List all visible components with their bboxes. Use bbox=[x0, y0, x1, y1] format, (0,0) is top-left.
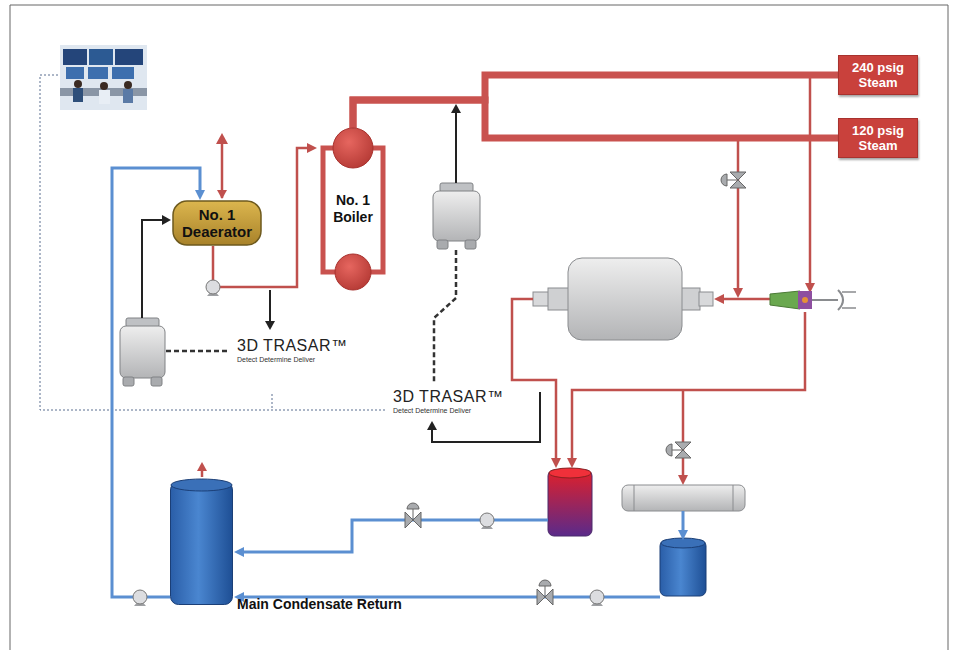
control-room-photo bbox=[60, 45, 147, 110]
node-label: 240 psig Steam bbox=[843, 60, 913, 90]
brand-logo-text: 3D TRASAR™ bbox=[237, 337, 348, 355]
node-label: No. 1 Boiler bbox=[329, 192, 377, 226]
sample-arrowhead bbox=[162, 104, 461, 430]
steam-line bbox=[512, 72, 810, 478]
steam-turbine bbox=[533, 258, 713, 340]
control-link bbox=[272, 394, 273, 410]
brand-tagline: Detect Determine Deliver bbox=[237, 356, 315, 364]
control-link bbox=[40, 75, 385, 410]
arrowhead bbox=[307, 143, 317, 153]
brand-logo-text: 3D TRASAR™ bbox=[393, 388, 504, 406]
tank-shape bbox=[170, 478, 233, 605]
analyzer-unit bbox=[120, 318, 165, 386]
ejector-manifold bbox=[770, 290, 856, 310]
condensate-tank bbox=[660, 538, 706, 596]
steam-arrowhead bbox=[551, 283, 815, 485]
frame-line bbox=[10, 5, 948, 6]
connector-path bbox=[353, 100, 838, 138]
valve-symbol bbox=[666, 442, 691, 458]
pump-symbol bbox=[480, 513, 494, 529]
vent-arrow bbox=[197, 462, 207, 477]
pump-symbol bbox=[206, 280, 220, 296]
steam-header-box: 120 psig Steam bbox=[838, 118, 918, 158]
frame-line bbox=[10, 5, 11, 650]
condensate-return-tank: Main Condensate Return bbox=[170, 478, 233, 605]
condensate-receiver bbox=[548, 468, 592, 536]
heat-exchanger bbox=[622, 485, 745, 511]
boiler-vessel: No. 1 Boiler bbox=[317, 128, 389, 290]
pump-symbol bbox=[590, 590, 604, 606]
node-label: 120 psig Steam bbox=[843, 123, 913, 153]
steam-main-pipe bbox=[353, 100, 838, 138]
frame-line bbox=[948, 5, 949, 650]
sample-line bbox=[142, 112, 540, 442]
arrowhead bbox=[195, 190, 205, 200]
node-label: No. 1 Deaerator bbox=[172, 206, 262, 240]
deaerator-vessel: No. 1 Deaerator bbox=[172, 200, 262, 246]
analyzer-unit bbox=[433, 183, 480, 249]
vessel-caption: Main Condensate Return bbox=[237, 596, 402, 613]
valve-symbol bbox=[405, 503, 421, 528]
brand-tagline: Detect Determine Deliver bbox=[393, 407, 471, 415]
steam-header-box: 240 psig Steam bbox=[838, 55, 918, 95]
vent-arrow bbox=[216, 133, 228, 199]
valve-symbol bbox=[721, 172, 746, 188]
pump-symbol bbox=[133, 590, 147, 606]
condensate-line bbox=[242, 511, 683, 597]
condensate-arrowhead bbox=[234, 530, 688, 602]
valve-symbol bbox=[537, 580, 553, 605]
data-link bbox=[166, 250, 456, 382]
